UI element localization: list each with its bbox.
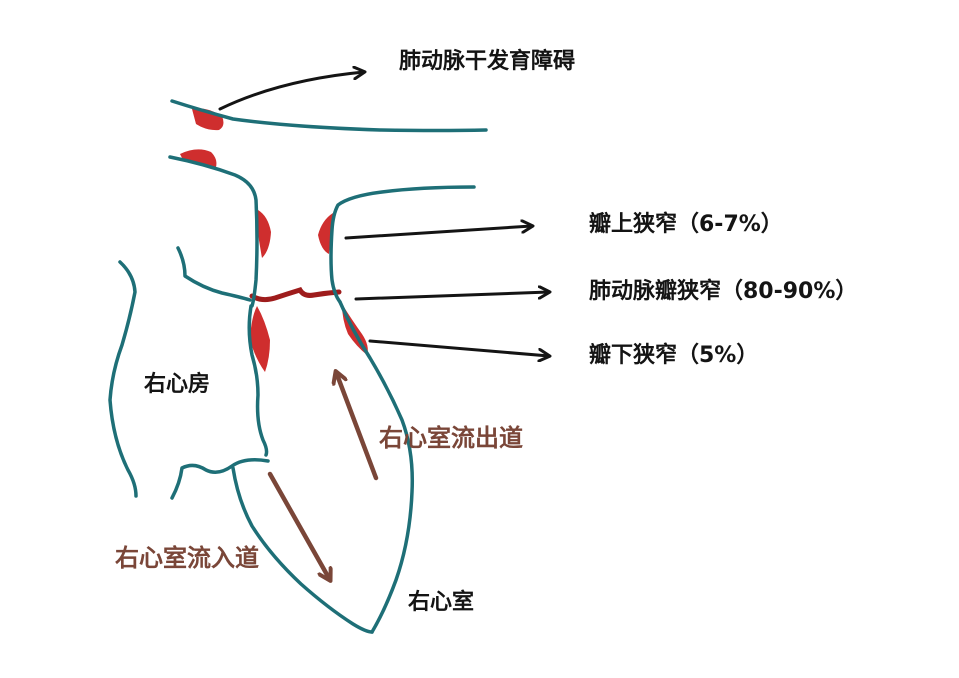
subvalvular-stenosis-label: 瓣下狭窄（5%） (589, 343, 759, 368)
supravalvular-arrow (344, 226, 532, 240)
inflow-tract-arrow (267, 471, 330, 580)
trunk-left-wall-outline (168, 155, 259, 308)
ventricle-left-outline (231, 466, 374, 634)
valvular-stenosis-label: 肺动脉瓣狭窄（80-90%） (589, 279, 858, 304)
supravalvular-left-mark (257, 210, 271, 258)
valvular-arrow (354, 292, 549, 301)
tricuspid-outline (170, 458, 270, 500)
trunk-right-wall-outline (329, 185, 476, 304)
pulmonary-trunk-arrow (218, 72, 364, 111)
trunk-lower-stenosis-mark (180, 149, 217, 167)
pulmonary-valve-line (249, 287, 342, 303)
ventricle-right-outline (338, 300, 415, 634)
atrium-inner-left-outline (176, 246, 252, 302)
right-atrium-label: 右心房 (144, 372, 211, 397)
rv-outflow-tract-label: 右心室流出道 (379, 424, 523, 452)
supravalvular-stenosis-label: 瓣上狭窄（6-7%） (589, 212, 783, 237)
atrium-right-outline (247, 304, 269, 457)
subvalvular-left-mark (250, 306, 270, 372)
rv-inflow-tract-label: 右心室流入道 (115, 544, 259, 572)
pulmonary-trunk-outline (170, 99, 488, 133)
right-ventricle-label: 右心室 (408, 590, 475, 615)
pulmonary-trunk-dysplasia-label: 肺动脉干发育障碍 (399, 49, 576, 74)
atrium-left-outline (108, 260, 138, 498)
supravalvular-right-mark (318, 213, 333, 254)
outflow-tract-arrow (336, 372, 379, 481)
subvalvular-arrow (368, 339, 549, 356)
stenosis-markers (180, 108, 368, 372)
heart-outline (108, 99, 488, 634)
